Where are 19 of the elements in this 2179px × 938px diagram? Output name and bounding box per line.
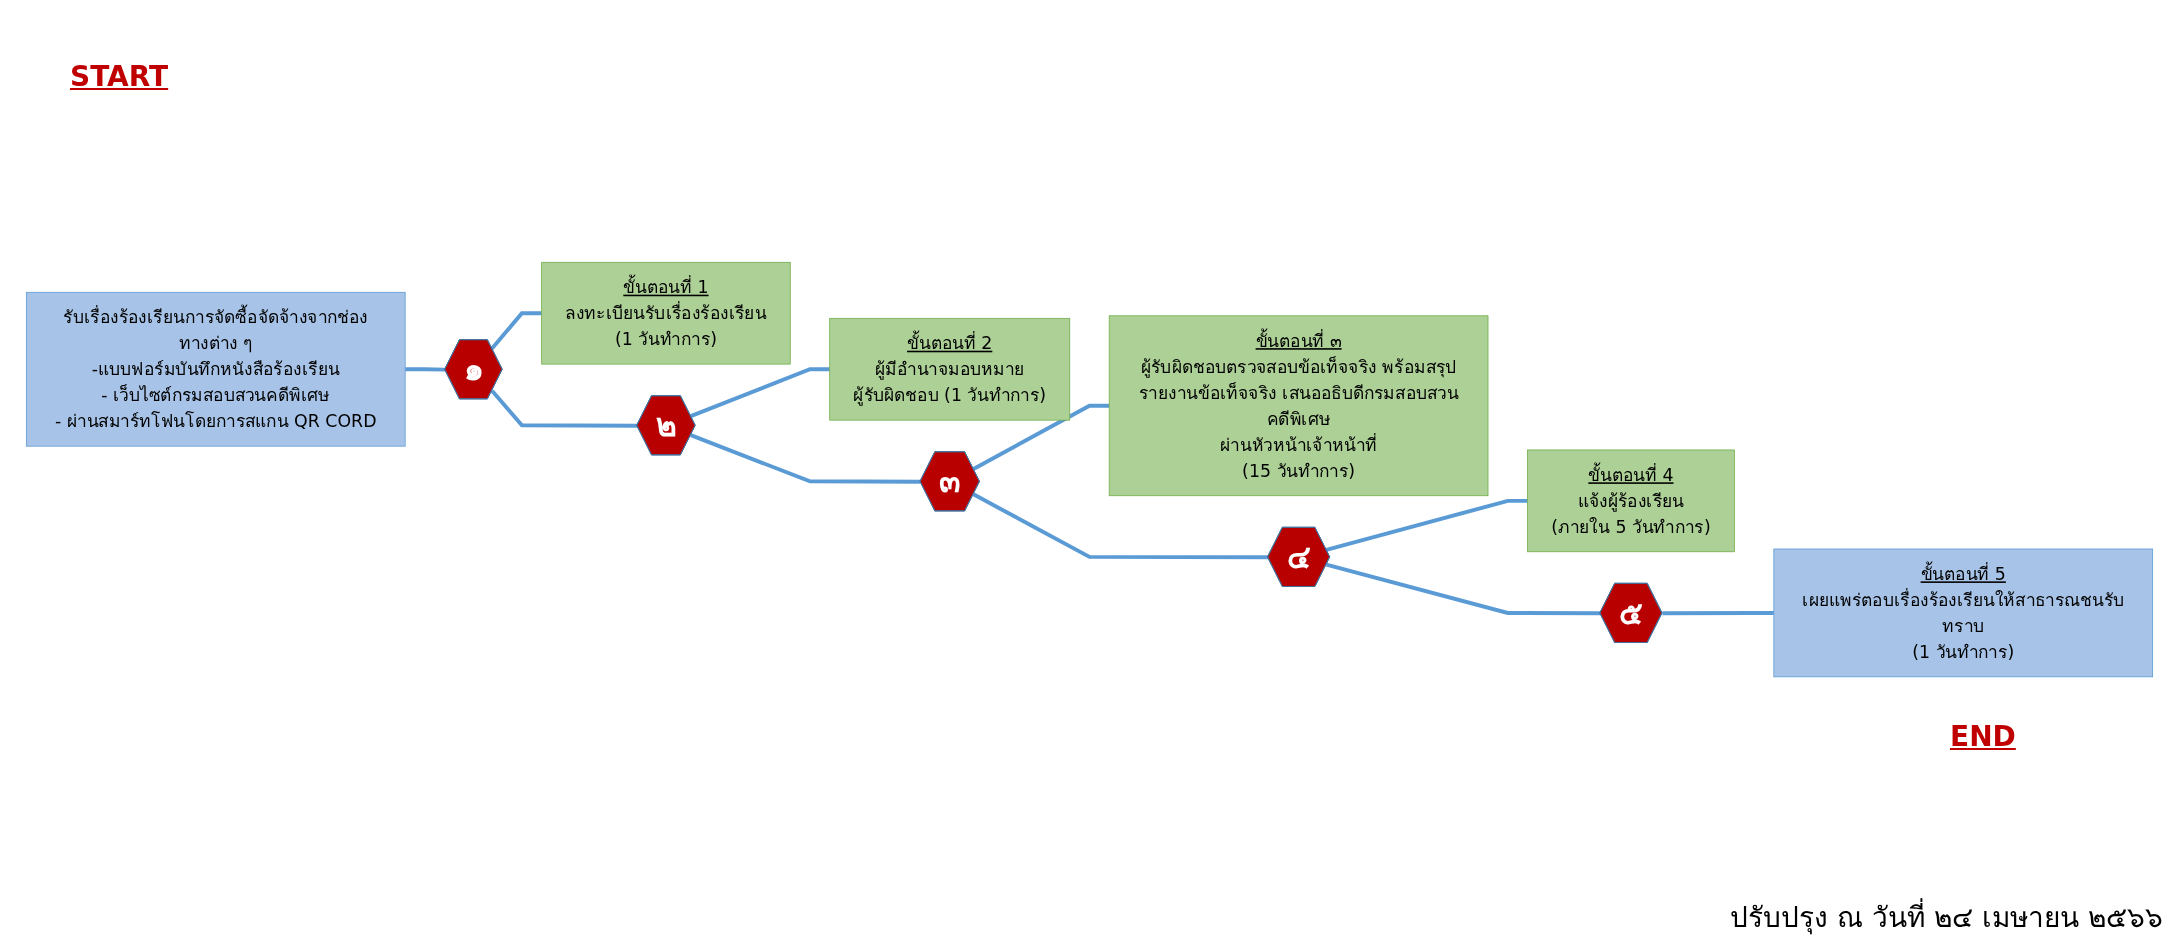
connector — [1325, 499, 1528, 553]
connector — [490, 389, 638, 429]
connector — [690, 367, 830, 419]
connector — [405, 367, 446, 373]
node-box: ขั้นตอนที่ 5 เผยแพร่ตอบเรื่องร้องเรียนให้สาธารณชนรับทราบ (1 วันทำการ) — [1773, 549, 2154, 678]
flow-marker-label: END — [1950, 720, 2016, 753]
node-box: รับเรื่องร้องเรียนการจัดซื้อจัดจ้างจากช่องทางต่าง ๆ -แบบฟอร์มบันทึกหนังสือร้องเรียน - เว็บไซต์กรมสอบสวนคดีพิเศษ - ผ่านสมาร์ทโฟนโดยการสแกน QR CORD — [25, 292, 406, 447]
node-box: ขั้นตอนที่ 2 ผู้มีอำนาจมอบหมาย ผู้รับผิดชอบ (1 วันทำการ) — [829, 318, 1071, 421]
node-box: ขั้นตอนที่ 1 ลงทะเบียนรับเรื่องร้องเรียน (1 วันทำการ) — [541, 262, 791, 365]
node-box: ขั้นตอนที่ 4 แจ้งผู้ร้องเรียน (ภายใน 5 วันทำการ) — [1527, 449, 1735, 553]
connector — [490, 311, 542, 351]
connector — [690, 433, 921, 485]
connector — [1662, 611, 1774, 616]
flow-marker-label: START — [70, 60, 169, 93]
connector — [972, 493, 1268, 560]
connector — [972, 404, 1110, 472]
connector — [1325, 563, 1601, 616]
node-box: ขั้นตอนที่ ๓ ผู้รับผิดชอบตรวจสอบข้อเท็จจริง พร้อมสรุปรายงานข้อเท็จจริง เสนออธิบดีกรมสอบสวนคดีพิเศษ ผ่านหัวหน้าเจ้าหน้าที่ (15 วันทำการ) — [1108, 315, 1489, 497]
revision-note: ปรับปรุง ณ วันที่ ๒๔ เมษายน ๒๕๖๖ — [1730, 895, 2163, 938]
